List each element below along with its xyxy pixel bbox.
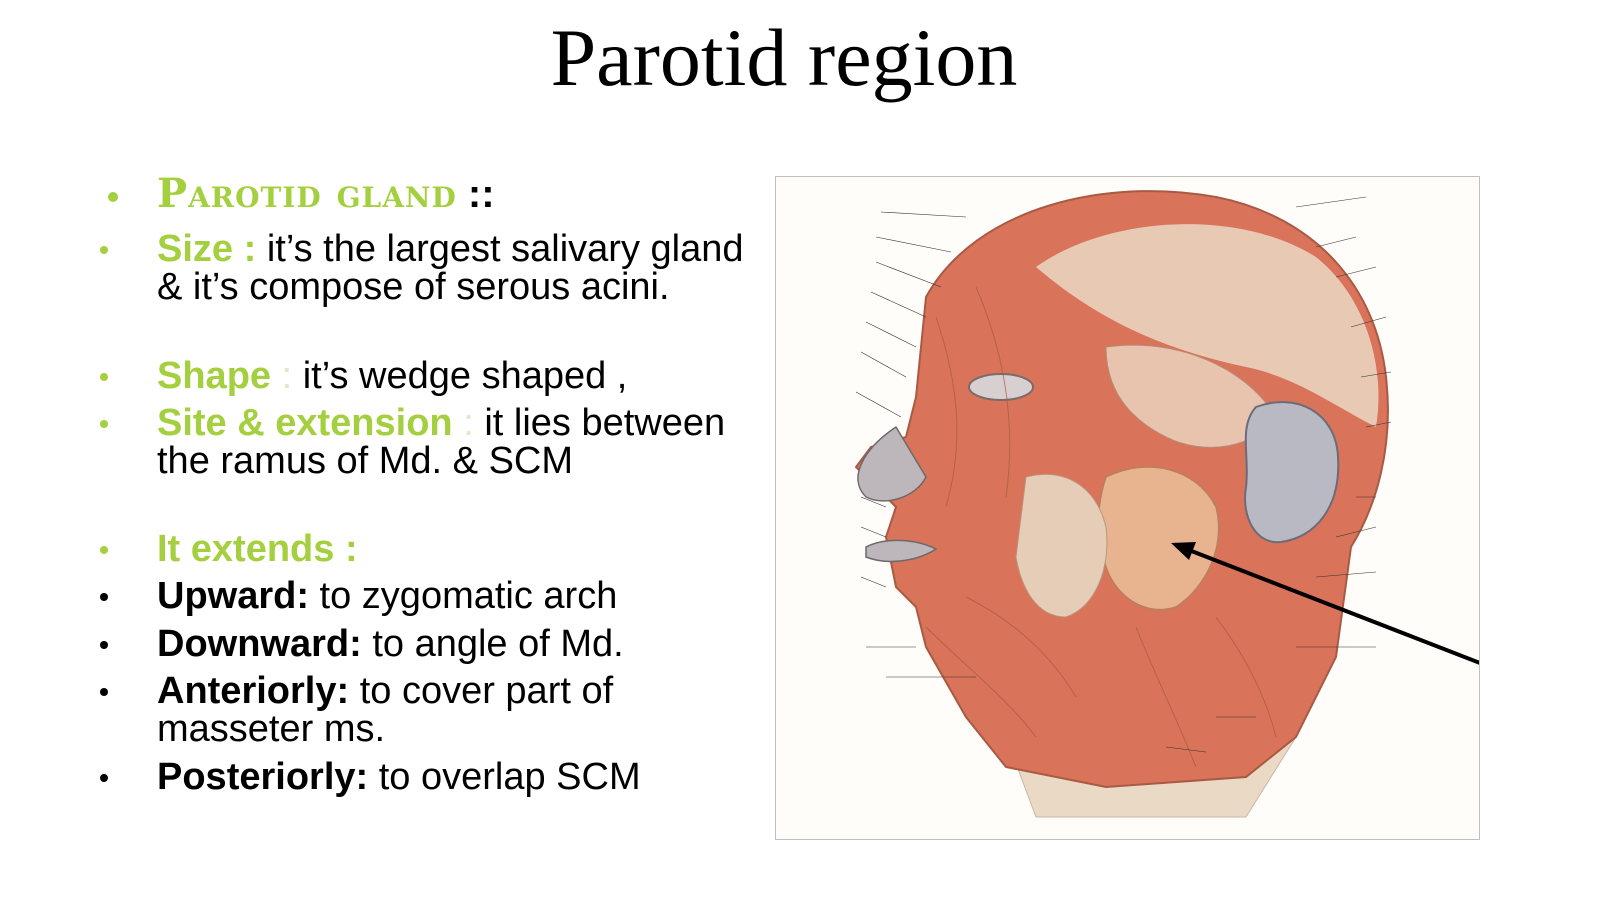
bullet-dot: [100, 373, 108, 381]
bullet-dot: [100, 246, 108, 254]
posteriorly-label: Posteriorly:: [157, 756, 369, 798]
posteriorly-text: to overlap SCM: [368, 756, 641, 798]
label-leaders: [855, 196, 1392, 753]
upward-text: to zygomatic arch: [309, 575, 618, 617]
anteriorly-text: to cover part of masseter ms.: [157, 670, 614, 750]
size-separator: :: [233, 228, 267, 270]
size-text: it’s the largest salivary gland & it’s c…: [157, 228, 744, 308]
anteriorly-label: Anteriorly:: [157, 670, 350, 712]
bullet-dot: [100, 593, 108, 601]
extends-label: It extends :: [157, 528, 358, 570]
upward-label: Upward:: [157, 575, 309, 617]
ear-shape: [1244, 401, 1340, 544]
pointer-arrow: [1171, 542, 1479, 665]
scalp-aponeurosis: [1036, 224, 1379, 427]
bullet-dot: [100, 420, 108, 428]
shape-text: it’s wedge shaped ,: [302, 355, 628, 397]
size-label: Size: [157, 228, 234, 270]
masseter-region: [1015, 473, 1108, 618]
heading-separator: ::: [456, 172, 495, 216]
bullet-dot: [100, 688, 108, 696]
lips-shape: [865, 539, 938, 563]
site-text: it lies between the ramus of Md. & SCM: [157, 402, 726, 482]
bullet-dot: [100, 774, 108, 782]
nose-shape: [857, 425, 927, 502]
anatomy-figure: [775, 176, 1480, 840]
bullet-dot: [100, 641, 108, 649]
downward-label: Downward:: [157, 623, 362, 665]
heading-label: Parotid gland: [157, 170, 457, 217]
shape-separator: :: [271, 355, 303, 397]
site-separator: :: [452, 402, 485, 444]
bullet-dot: [108, 192, 118, 202]
anatomy-head-illustration: [854, 190, 1479, 818]
shape-label: Shape: [157, 355, 272, 397]
bullet-list: Parotid gland :: Size : it’s the largest…: [0, 0, 760, 899]
downward-text: to angle of Md.: [361, 623, 624, 665]
site-label: Site & extension: [157, 402, 453, 444]
eye-shape: [968, 373, 1034, 401]
slide-title: Parotid region: [550, 12, 1018, 103]
bullet-dot: [100, 546, 108, 554]
